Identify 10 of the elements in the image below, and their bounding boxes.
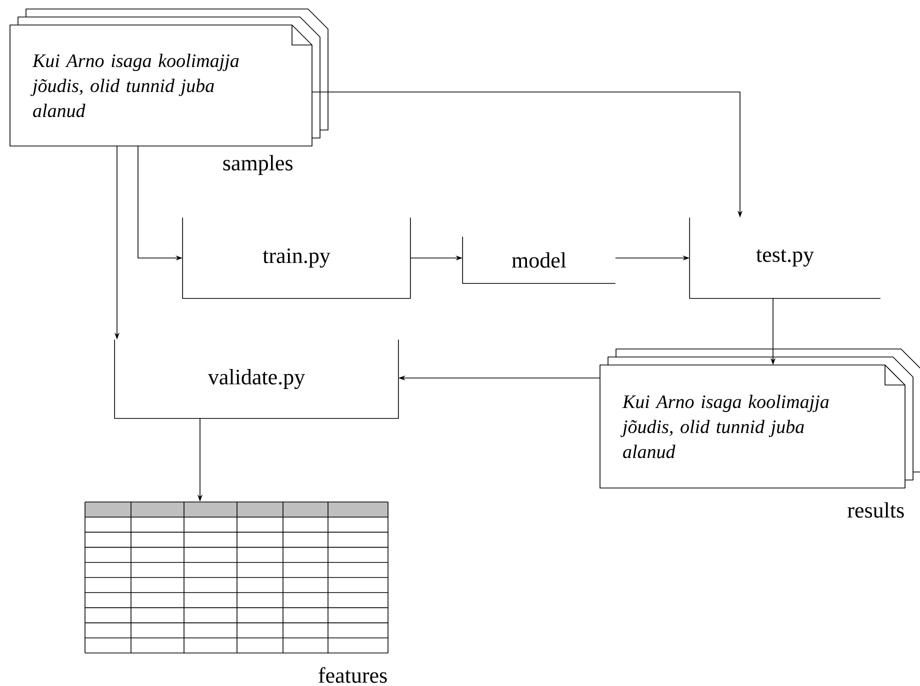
process-box: model — [462, 236, 616, 284]
node-label: features — [318, 667, 387, 683]
process-box: train.py — [182, 217, 411, 299]
process-box: validate.py — [114, 339, 399, 419]
table-drawing — [84, 502, 388, 654]
document-stack: Kui Arno isaga koolimajja jõudis, olid tunnid juba alanud — [10, 8, 328, 146]
node-label: results — [848, 502, 904, 518]
node-label: samples — [223, 155, 292, 175]
document-stack: Kui Arno isaga koolimajja jõudis, olid tunnid juba alanud — [600, 348, 920, 488]
process-box: test.py — [689, 217, 881, 299]
